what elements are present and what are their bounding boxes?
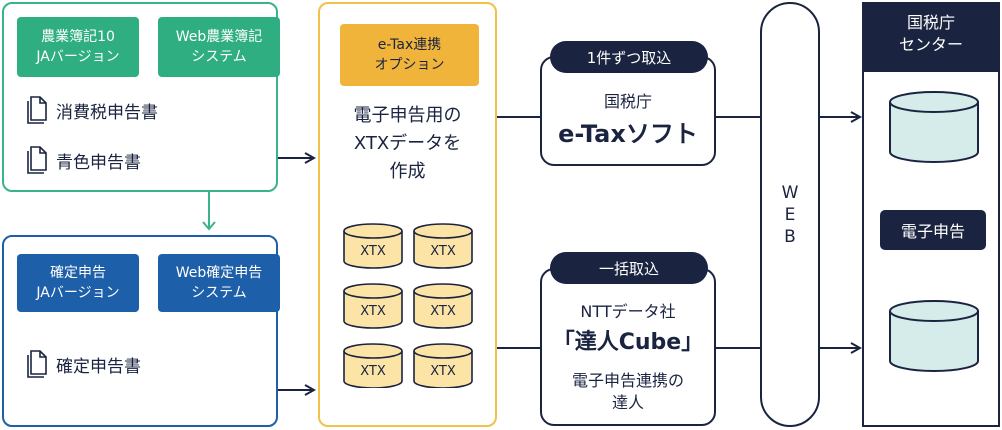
web-letter: W bbox=[781, 182, 799, 203]
web-kakutei-shinkoku-button[interactable]: Web確定申告 システム bbox=[158, 254, 280, 312]
doc-label: 青色申告書 bbox=[56, 152, 141, 173]
xtx-file-grid: XTX XTX XTX XTX XTX XTX bbox=[343, 223, 473, 388]
document-icon bbox=[27, 350, 47, 378]
nta-label: 国税庁 bbox=[603, 92, 652, 111]
xtx-file-label: XTX bbox=[360, 304, 386, 319]
etax-option-button[interactable]: e-Tax連携 オプション bbox=[340, 24, 479, 86]
xtx-file-icon: XTX bbox=[343, 283, 403, 329]
web-channel: W E B bbox=[760, 2, 820, 427]
batch-import-pill: 一括取込 bbox=[550, 252, 708, 284]
etax-software-box bbox=[540, 56, 716, 166]
xtx-file-label: XTX bbox=[430, 364, 456, 379]
document-icon bbox=[27, 96, 47, 124]
tatsujin-renkei-label: 電子申告連携の 達人 bbox=[571, 371, 684, 412]
doc-final-return: 確定申告書 bbox=[24, 350, 141, 378]
nta-center-box: 国税庁 センター 電子申告 bbox=[862, 2, 1000, 427]
xtx-file-icon: XTX bbox=[343, 223, 403, 269]
doc-consumption-tax: 消費税申告書 bbox=[24, 96, 158, 124]
nougyou-boki-ja-button[interactable]: 農業簿記10 JAバージョン bbox=[17, 17, 139, 77]
xtx-file-label: XTX bbox=[360, 244, 386, 259]
doc-label: 消費税申告書 bbox=[56, 102, 158, 123]
green-system-panel: 農業簿記10 JAバージョン Web農業簿記 システム 消費税申告書 青色申告書 bbox=[2, 2, 280, 192]
e-filing-badge: 電子申告 bbox=[880, 210, 986, 250]
document-icon bbox=[27, 146, 47, 174]
web-letter: E bbox=[784, 204, 796, 225]
xtx-file-label: XTX bbox=[430, 244, 456, 259]
xtx-description: 電子申告用の XTXデータを 作成 bbox=[353, 105, 462, 182]
xtx-file-icon: XTX bbox=[413, 223, 473, 269]
doc-blue-return: 青色申告書 bbox=[24, 146, 141, 174]
import-one-by-one-pill: 1件ずつ取込 bbox=[550, 41, 708, 73]
nta-center-title: 国税庁 センター bbox=[864, 4, 998, 72]
blue-system-panel: 確定申告 JAバージョン Web確定申告 システム 確定申告書 bbox=[2, 235, 280, 427]
xtx-file-icon: XTX bbox=[343, 343, 403, 388]
etax-software-label: e-Taxソフト bbox=[558, 120, 698, 148]
ntt-data-label: NTTデータ社 bbox=[580, 302, 676, 321]
doc-label: 確定申告書 bbox=[56, 356, 141, 377]
xtx-file-icon: XTX bbox=[413, 343, 473, 388]
xtx-file-icon: XTX bbox=[413, 283, 473, 329]
xtx-file-label: XTX bbox=[360, 364, 386, 379]
database-icon bbox=[889, 300, 979, 372]
web-nougyou-boki-button[interactable]: Web農業簿記 システム bbox=[158, 17, 280, 77]
web-letter: B bbox=[784, 226, 796, 247]
xtx-file-label: XTX bbox=[430, 304, 456, 319]
tatsujin-cube-label: 「達人Cube」 bbox=[552, 330, 704, 355]
database-icon bbox=[889, 91, 979, 163]
kakutei-shinkoku-ja-button[interactable]: 確定申告 JAバージョン bbox=[17, 254, 139, 312]
